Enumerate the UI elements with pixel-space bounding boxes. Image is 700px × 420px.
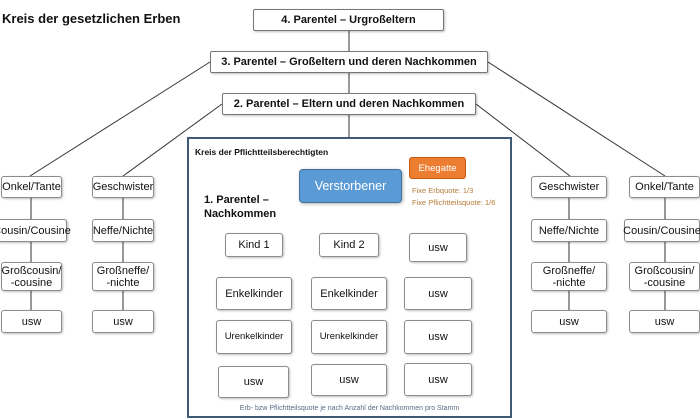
kind-1-box: Kind 1 xyxy=(225,233,283,257)
erbquote-label: Fixe Erbquote: 1/3 xyxy=(412,186,474,195)
parentel-2-box: 2. Parentel – Eltern und deren Nachkomme… xyxy=(222,93,476,115)
kind-2-enkelkinder: Enkelkinder xyxy=(311,277,387,310)
parentel-1-label: 1. Parentel – Nachkommen xyxy=(204,194,277,220)
right-neffe-nichte: Neffe/Nichte xyxy=(531,219,607,242)
far-right-onkel-tante: Onkel/Tante xyxy=(629,176,700,198)
left-grossneffe: Großneffe/ -nichte xyxy=(92,262,154,291)
parentel-3-box: 3. Parentel – Großeltern und deren Nachk… xyxy=(210,51,488,73)
parentel-4-box: 4. Parentel – Urgroßeltern xyxy=(253,9,444,31)
ehegatte-box: Ehegatte xyxy=(409,157,466,179)
kind-2-urenkelkinder: Urenkelkinder xyxy=(311,320,387,354)
kind-3-usw-usw: usw xyxy=(404,363,472,396)
pflichtteilsquote-label: Fixe Pflichtteilsquote: 1/6 xyxy=(412,198,496,207)
diagram-title: Kreis der gesetzlichen Erben xyxy=(2,11,181,26)
right-usw: usw xyxy=(531,310,607,333)
verstorbener-box: Verstorbener xyxy=(299,169,402,203)
kind-2-box: Kind 2 xyxy=(319,233,379,257)
left-geschwister: Geschwister xyxy=(92,176,154,198)
far-left-grosscousin: Großcousin/ -cousine xyxy=(1,262,62,291)
right-geschwister: Geschwister xyxy=(531,176,607,198)
kind-1-usw: usw xyxy=(218,366,289,398)
far-left-onkel-tante: Onkel/Tante xyxy=(1,176,62,198)
kind-1-urenkelkinder: Urenkelkinder xyxy=(216,320,292,354)
right-grossneffe: Großneffe/ -nichte xyxy=(531,262,607,291)
kind-3-enkel-usw: usw xyxy=(404,277,472,310)
kind-2-usw: usw xyxy=(311,364,387,396)
left-usw: usw xyxy=(92,310,154,333)
far-right-grosscousin: Großcousin/ -cousine xyxy=(629,262,700,291)
pflichtteil-title: Kreis der Pflichtteilsberechtigten xyxy=(195,147,329,157)
left-neffe-nichte: Neffe/Nichte xyxy=(92,219,154,242)
kind-3-usw: usw xyxy=(409,233,467,262)
footnote: Erb- bzw Pflichtteilsquote je nach Anzah… xyxy=(239,405,460,412)
far-left-usw: usw xyxy=(1,310,62,333)
far-right-cousin: Cousin/Cousine xyxy=(623,219,700,242)
far-left-cousin: Cousin/Cousine xyxy=(0,219,71,242)
kind-3-urenkel-usw: usw xyxy=(404,320,472,354)
far-right-usw: usw xyxy=(629,310,700,333)
kind-1-enkelkinder: Enkelkinder xyxy=(216,277,292,310)
